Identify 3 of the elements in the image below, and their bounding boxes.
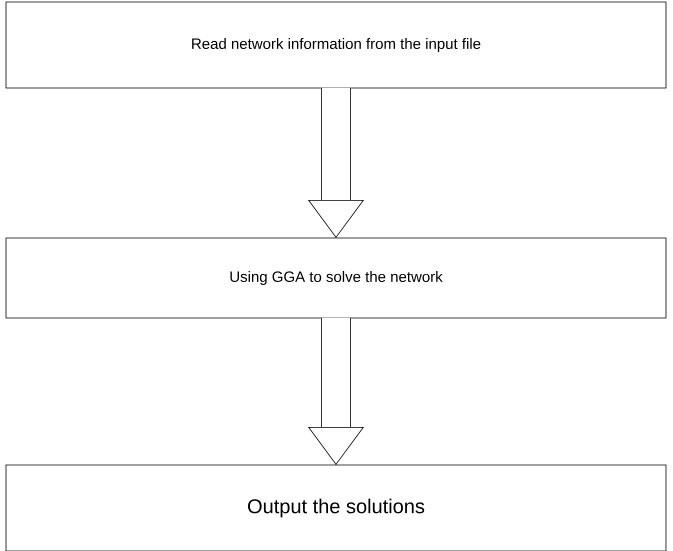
process-box: Output the solutions (6, 464, 666, 551)
process-box: Read network information from the input file (6, 2, 666, 88)
process-box: Using GGA to solve the network (6, 238, 666, 318)
